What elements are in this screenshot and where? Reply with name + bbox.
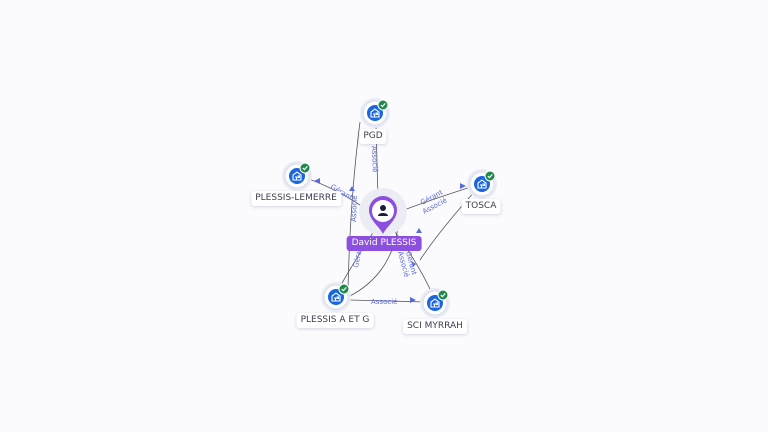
person-icon xyxy=(378,205,388,216)
edge-pgd-plessis-a-et-g[interactable] xyxy=(347,121,361,291)
person-node[interactable] xyxy=(359,188,407,236)
edge-label-plessis-a-et-g-1: Associé xyxy=(350,195,359,222)
check-badge-icon xyxy=(338,283,350,295)
check-badge-icon xyxy=(299,162,311,174)
company-node-tosca[interactable] xyxy=(467,169,497,199)
check-badge-icon xyxy=(484,170,496,182)
company-node-plessis-a-et-g[interactable] xyxy=(321,282,351,312)
person-label[interactable]: David PLESSIS xyxy=(346,236,422,251)
edge-a-et-g-to-myrrah[interactable] xyxy=(349,299,427,303)
edge-label-pgd: Associé xyxy=(370,146,379,173)
company-label-pgd[interactable]: PGD xyxy=(359,129,387,144)
company-label-plessis-a-et-g[interactable]: PLESSIS A ET G xyxy=(296,313,374,328)
company-node-pgd[interactable] xyxy=(360,98,390,128)
company-node-sci-myrrah[interactable] xyxy=(420,288,450,318)
company-label-plessis-lemerre[interactable]: PLESSIS-LEMERRE xyxy=(251,191,341,206)
edge-tosca-myrrah[interactable] xyxy=(419,189,477,261)
company-label-sci-myrrah[interactable]: SCI MYRRAH xyxy=(403,319,467,334)
check-badge-icon xyxy=(377,99,389,111)
check-badge-icon xyxy=(437,289,449,301)
edge-label-a-et-g-to-myrrah: Associé xyxy=(371,298,397,306)
company-label-tosca[interactable]: TOSCA xyxy=(461,199,501,214)
company-node-plessis-lemerre[interactable] xyxy=(282,161,312,191)
